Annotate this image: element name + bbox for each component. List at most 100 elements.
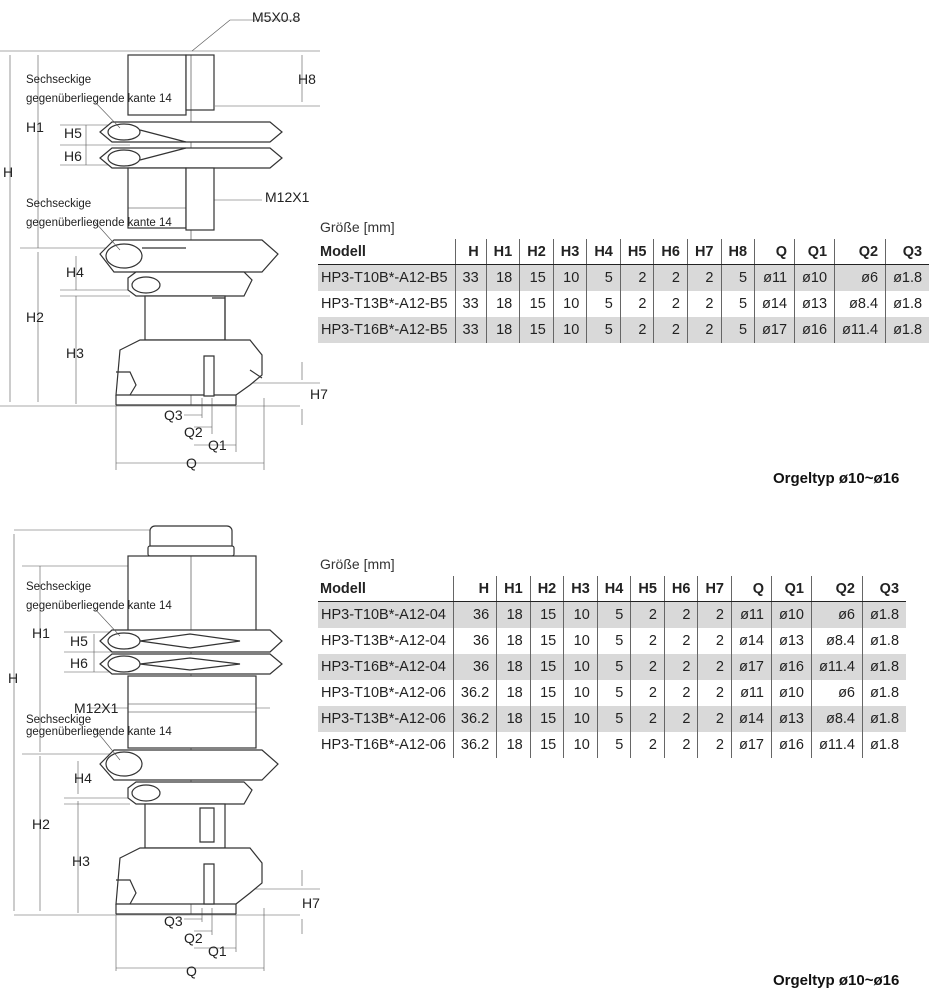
col-header: H7 (697, 576, 732, 602)
dim-label-q: Q (186, 963, 197, 979)
value-cell: ø1.8 (885, 264, 930, 291)
value-cell: 5 (596, 628, 631, 654)
value-cell: 2 (663, 680, 698, 706)
bottom-technical-drawing: H H1 H2 H3 H4 H5 H6 H7 Q Q1 Q2 Q3 M12X1 … (0, 516, 320, 1006)
value-cell: 2 (663, 654, 698, 680)
hex-note-line1-a: Sechseckige (26, 581, 91, 593)
bottom-caption: Orgeltyp ø10~ø16 (773, 972, 900, 989)
col-header: H1 (485, 239, 520, 265)
dim-label-q3: Q3 (164, 913, 183, 929)
value-cell: 18 (485, 264, 520, 291)
dim-label-h2: H2 (32, 816, 50, 832)
hex-note-line2-b: gegenüberliegende kante 14 (26, 726, 172, 738)
value-cell: ø13 (794, 291, 835, 317)
value-cell: 10 (563, 601, 598, 628)
col-header: H4 (596, 576, 631, 602)
value-cell: 5 (720, 291, 755, 317)
value-cell: ø11.4 (810, 654, 863, 680)
dim-label-h4: H4 (74, 770, 92, 786)
value-cell: ø6 (810, 680, 863, 706)
dim-label-q2: Q2 (184, 930, 203, 946)
value-cell: 36 (452, 654, 497, 680)
dim-label-h7: H7 (302, 895, 320, 911)
col-header: H3 (552, 239, 587, 265)
value-cell: 33 (454, 317, 487, 343)
value-cell: 5 (596, 601, 631, 628)
top-spec-block: Größe [mm] Modell H H1 H2 H3 H4 H5 H6 H7… (318, 219, 930, 343)
value-cell: 18 (496, 601, 531, 628)
dim-label-h5: H5 (64, 125, 82, 141)
col-header: Modell (318, 576, 454, 602)
value-cell: 18 (496, 680, 531, 706)
value-cell: 2 (630, 654, 665, 680)
dim-label-q2: Q2 (184, 424, 203, 440)
value-cell: ø8.4 (810, 628, 863, 654)
model-cell: HP3-T13B*-A12-04 (321, 633, 446, 649)
model-cell: HP3-T10B*-A12-06 (321, 685, 446, 701)
value-cell: ø10 (770, 601, 812, 628)
value-cell: ø8.4 (834, 291, 886, 317)
value-cell: 2 (697, 706, 732, 732)
thread-label-m5: M5X0.8 (252, 9, 300, 25)
value-cell: 33 (454, 264, 487, 291)
hex-note-line2-a: gegenüberliegende kante 14 (26, 93, 172, 105)
value-cell: ø1.8 (862, 732, 907, 758)
col-header: Q2 (834, 239, 886, 265)
col-header: H6 (663, 576, 698, 602)
value-cell: ø1.8 (862, 706, 907, 732)
bottom-spec-table: Modell H H1 H2 H3 H4 H5 H6 H7 Q Q1 Q2 Q3… (318, 576, 907, 758)
value-cell: 18 (496, 732, 531, 758)
value-cell: 18 (496, 706, 531, 732)
value-cell: ø6 (834, 264, 886, 291)
value-cell: 18 (485, 317, 520, 343)
model-cell: HP3-T10B*-A12-B5 (318, 264, 456, 291)
col-header: H (452, 576, 497, 602)
model-cell: HP3-T16B*-A12-06 (321, 737, 446, 753)
dim-label-q1: Q1 (208, 943, 227, 959)
bottom-spec-block: Größe [mm] Modell H H1 H2 H3 H4 H5 H6 H7… (318, 556, 907, 758)
dim-label-q: Q (186, 455, 197, 471)
col-header: H6 (653, 239, 688, 265)
value-cell: 15 (519, 317, 554, 343)
col-header: Q (754, 239, 795, 265)
col-header: H5 (630, 576, 665, 602)
value-cell: 10 (563, 628, 598, 654)
col-header: Q (730, 576, 772, 602)
value-cell: 2 (686, 264, 721, 291)
value-cell: 15 (529, 732, 564, 758)
value-cell: 33 (454, 291, 487, 317)
value-cell: 2 (697, 654, 732, 680)
value-cell: 10 (563, 732, 598, 758)
value-cell: 2 (630, 680, 665, 706)
value-cell: ø14 (754, 291, 795, 317)
value-cell: 15 (529, 706, 564, 732)
value-cell: 10 (563, 706, 598, 732)
dim-label-h8: H8 (298, 71, 316, 87)
thread-label-m12: M12X1 (265, 189, 310, 205)
value-cell: ø11 (730, 601, 772, 628)
value-cell: 2 (630, 706, 665, 732)
col-header: H2 (529, 576, 564, 602)
value-cell: 2 (697, 732, 732, 758)
value-cell: 2 (619, 291, 654, 317)
value-cell: ø1.8 (885, 317, 930, 343)
value-cell: 5 (596, 654, 631, 680)
value-cell: 5 (720, 264, 755, 291)
col-header: Q1 (770, 576, 812, 602)
dim-label-q3: Q3 (164, 407, 183, 423)
dim-label-h3: H3 (72, 853, 90, 869)
dim-label-h6: H6 (70, 655, 88, 671)
value-cell: 2 (686, 317, 721, 343)
col-header: H7 (686, 239, 721, 265)
dim-label-h5: H5 (70, 633, 88, 649)
value-cell: ø16 (770, 654, 812, 680)
value-cell: 2 (630, 732, 665, 758)
col-header: Q3 (862, 576, 907, 602)
top-technical-drawing: H H1 H2 H3 H4 H5 H6 H7 H8 Q Q1 Q2 Q3 M5X… (0, 0, 328, 480)
